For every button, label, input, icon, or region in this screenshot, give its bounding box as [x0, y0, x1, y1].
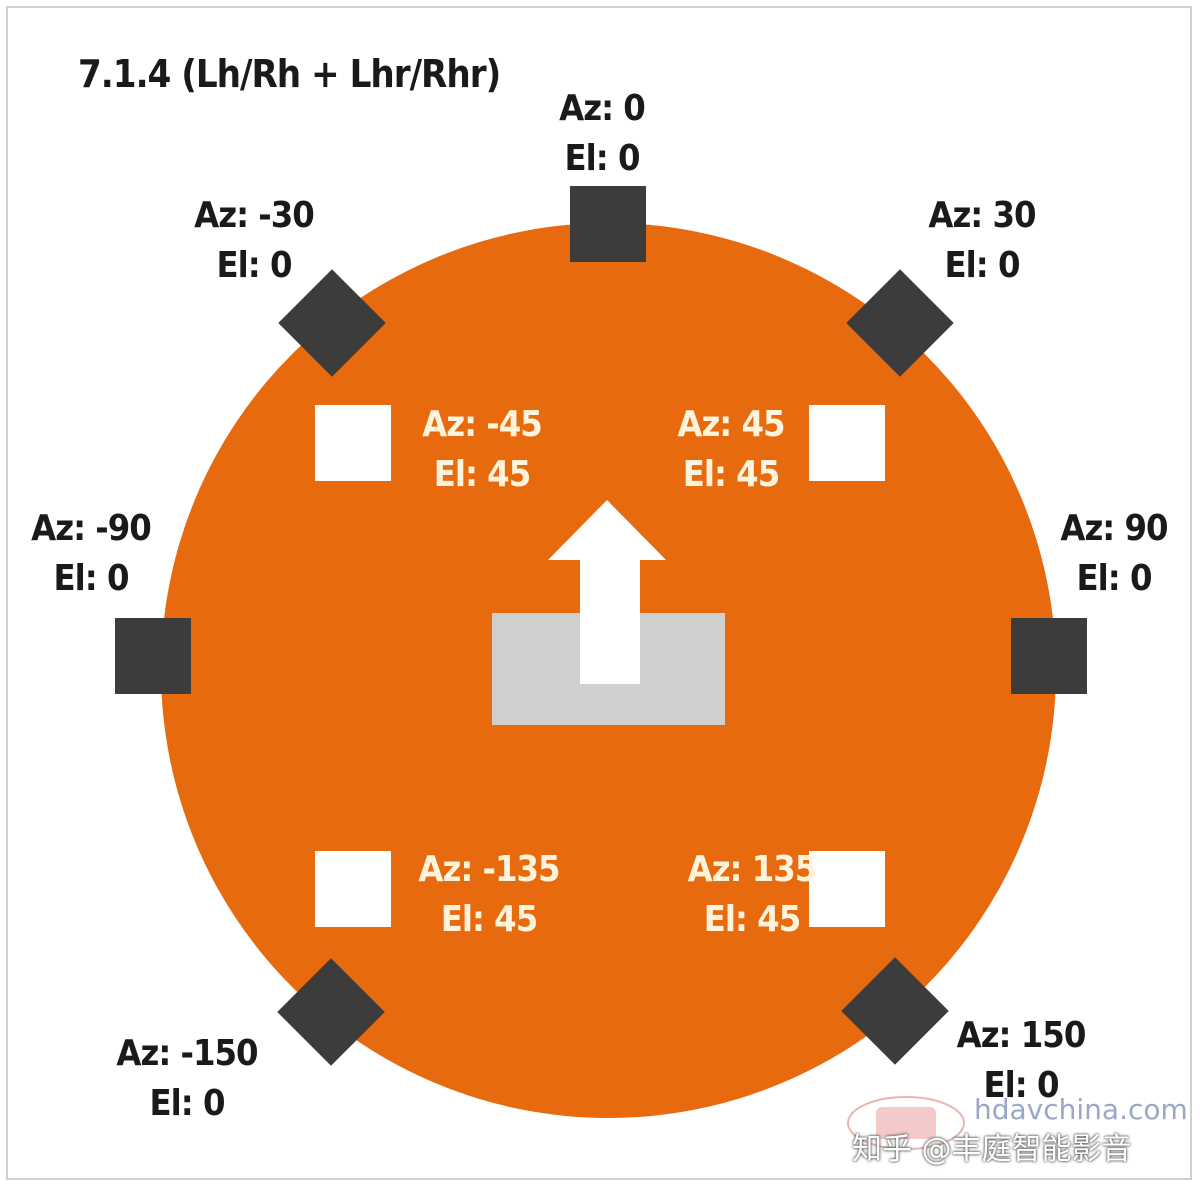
speaker-side-right — [1011, 618, 1087, 694]
speaker-height-front-left — [315, 405, 391, 481]
speaker-height-front-right — [809, 405, 885, 481]
watermark-site: hdavchina.com — [974, 1093, 1188, 1126]
speaker-height-rear-left — [315, 851, 391, 927]
facing-direction-arrow-icon — [548, 500, 666, 684]
watermark-zhihu: 知乎 @丰庭智能影音 — [852, 1132, 1132, 1167]
hdavchina-logo-icon — [847, 1096, 965, 1150]
speaker-center — [570, 186, 646, 262]
speaker-side-left — [115, 618, 191, 694]
speaker-height-rear-right — [809, 851, 885, 927]
diagram-title: 7.1.4 (Lh/Rh + Lhr/Rhr) — [78, 52, 501, 96]
